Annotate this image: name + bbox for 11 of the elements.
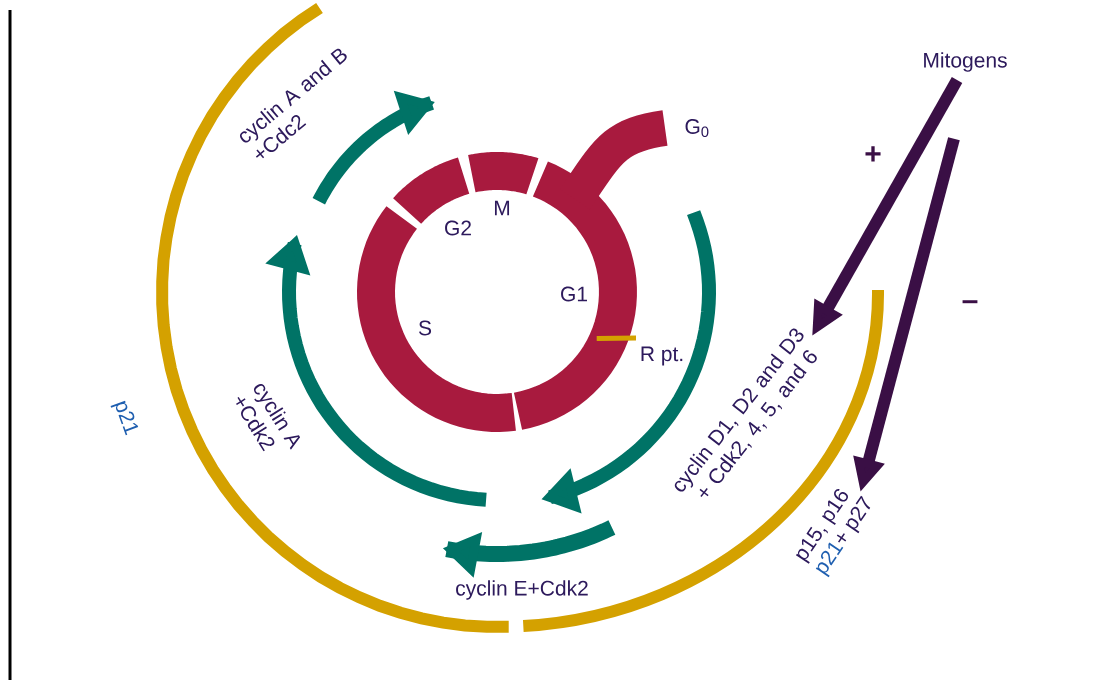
edge-label: – bbox=[960, 299, 980, 311]
phase-label: G$_{0}$ bbox=[685, 119, 709, 137]
signal-label: Mitogens bbox=[924, 52, 1007, 72]
restriction-point-label: R pt. bbox=[641, 346, 683, 366]
phase-label: S bbox=[418, 320, 432, 336]
phase-label: M bbox=[495, 200, 510, 216]
phase-label: G1 bbox=[561, 286, 587, 302]
edge-label: + bbox=[863, 145, 883, 165]
complex-label: cyclin E+Cdk2 bbox=[456, 580, 588, 600]
phase-label: G2 bbox=[445, 220, 471, 236]
inhibitor-label: p21 bbox=[110, 400, 139, 436]
